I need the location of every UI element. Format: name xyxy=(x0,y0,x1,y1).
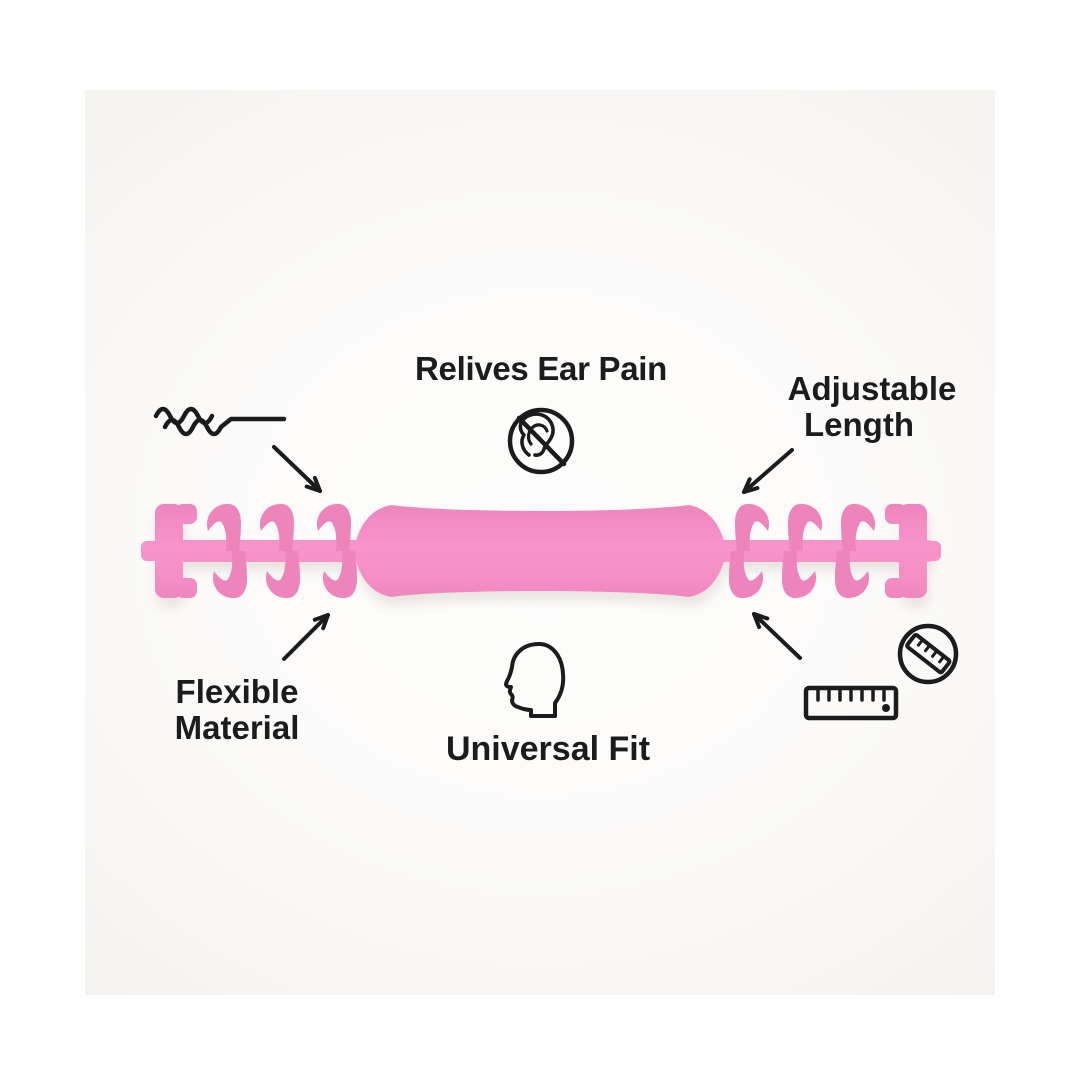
strap-left-end-cap xyxy=(141,504,197,598)
strap-right-end-cap xyxy=(885,504,941,598)
head-profile-icon xyxy=(504,642,566,718)
arrow-flexible-material-top xyxy=(272,445,322,493)
feature-label-adjustable-line1: Adjustable xyxy=(787,370,957,407)
diagonal-ruler-badge-icon xyxy=(897,623,959,685)
feature-label-flexible-material: Flexible Material xyxy=(175,674,300,746)
wavy-lines-icon xyxy=(153,406,287,437)
feature-label-relieves-ear-pain: Relives Ear Pain xyxy=(414,350,668,387)
ruler-icon xyxy=(803,685,899,721)
ear-crossed-icon xyxy=(507,407,575,475)
mask-extender-product xyxy=(141,503,941,607)
feature-label-flexible-line1: Flexible xyxy=(175,673,299,710)
feature-label-universal-fit: Universal Fit xyxy=(445,730,651,768)
arrow-flexible-material-bottom xyxy=(282,613,330,661)
arrow-ruler xyxy=(752,612,802,660)
strap-center-band xyxy=(356,505,724,597)
arrow-adjustable-length xyxy=(742,448,794,494)
feature-label-adjustable-line2: Length xyxy=(804,406,914,443)
feature-label-adjustable-length: Adjustable Length xyxy=(788,371,957,443)
feature-label-flexible-line2: Material xyxy=(174,709,300,746)
